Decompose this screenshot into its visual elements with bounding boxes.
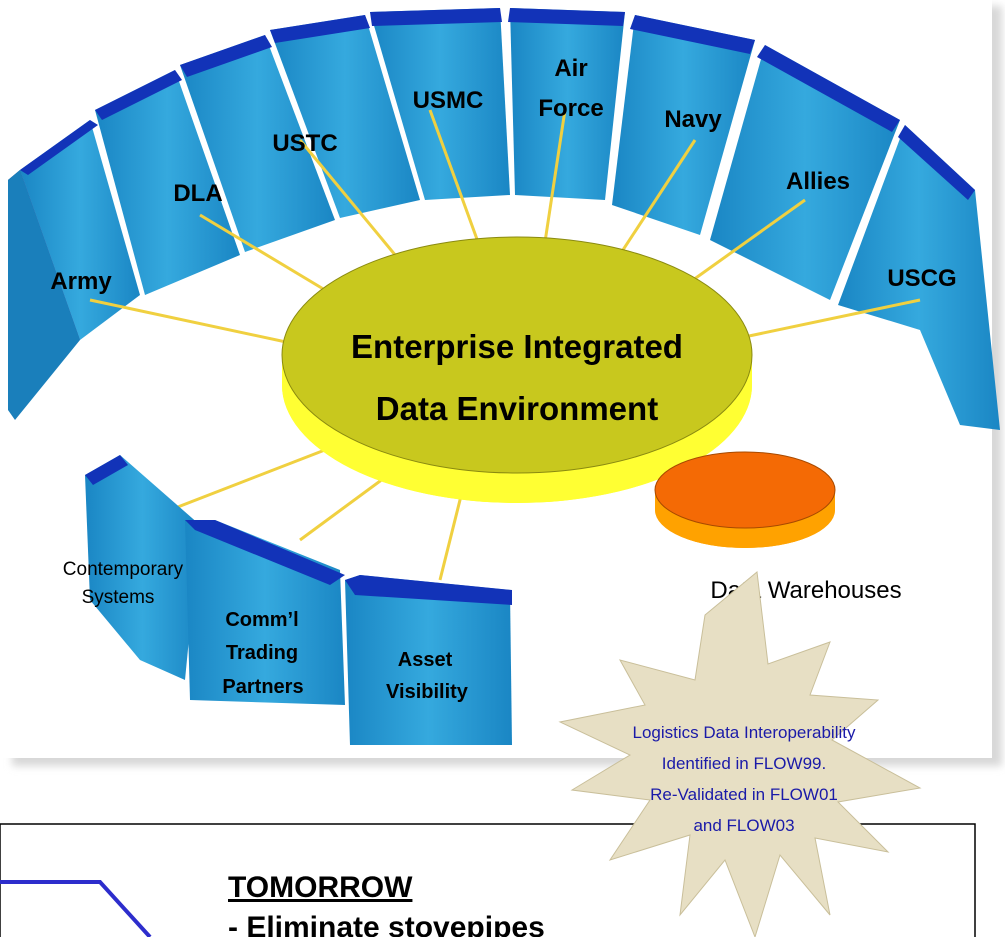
ring-segment-uscg <box>838 125 1000 430</box>
label-ustc: USTC <box>272 130 337 157</box>
panel-arrow-shape <box>0 880 152 937</box>
burst-line-2: Identified in FLOW99. <box>662 754 826 773</box>
label-asset-line1: Asset <box>398 649 453 671</box>
lower-arc <box>85 455 512 745</box>
center-title-line1: Enterprise Integrated <box>351 328 683 365</box>
label-allies: Allies <box>786 168 850 195</box>
ring-segment-dla <box>95 70 240 295</box>
tomorrow-heading: TOMORROW <box>228 871 413 904</box>
starburst-callout: Logistics Data Interoperability Identifi… <box>558 571 922 937</box>
center-title-line2: Data Environment <box>376 390 658 427</box>
label-comml-line1: Comm’l <box>225 609 298 631</box>
burst-line-1: Logistics Data Interoperability <box>632 723 856 742</box>
data-warehouse-disk <box>654 451 836 548</box>
ring-segment-extra <box>710 45 900 300</box>
ring-segment-usmc <box>270 15 420 218</box>
tomorrow-bullet: - Eliminate stovepipes <box>228 911 545 937</box>
lower-segment-comml-trading-partners <box>185 520 345 705</box>
label-asset-line2: Visibility <box>386 681 469 703</box>
label-navy: Navy <box>664 106 722 133</box>
ring-segment-navy <box>508 8 625 200</box>
label-air-force-line2: Force <box>538 95 603 122</box>
label-uscg: USCG <box>887 265 956 292</box>
upper-ring <box>8 8 1000 430</box>
label-usmc: USMC <box>413 87 484 114</box>
ring-segment-army <box>8 120 140 420</box>
label-contemporary-line1: Contemporary <box>63 559 184 580</box>
label-army: Army <box>50 268 112 295</box>
label-contemporary-line2: Systems <box>82 587 155 608</box>
ring-segment-ustc <box>180 35 335 252</box>
burst-line-3: Re-Validated in FLOW01 <box>650 785 838 804</box>
lower-segment-asset-visibility <box>345 575 512 745</box>
connectors <box>89 109 921 581</box>
ring-segment-allies <box>612 15 755 235</box>
burst-line-4: and FLOW03 <box>693 816 794 835</box>
lower-segment-contemporary-systems <box>85 455 200 680</box>
label-comml-line2: Trading <box>226 642 298 664</box>
ring-segment-air-force <box>370 8 510 200</box>
label-dla: DLA <box>173 180 222 207</box>
label-comml-line3: Partners <box>222 676 303 698</box>
label-air-force-line1: Air <box>554 55 587 82</box>
central-data-environment: Enterprise Integrated Data Environment <box>281 236 753 503</box>
